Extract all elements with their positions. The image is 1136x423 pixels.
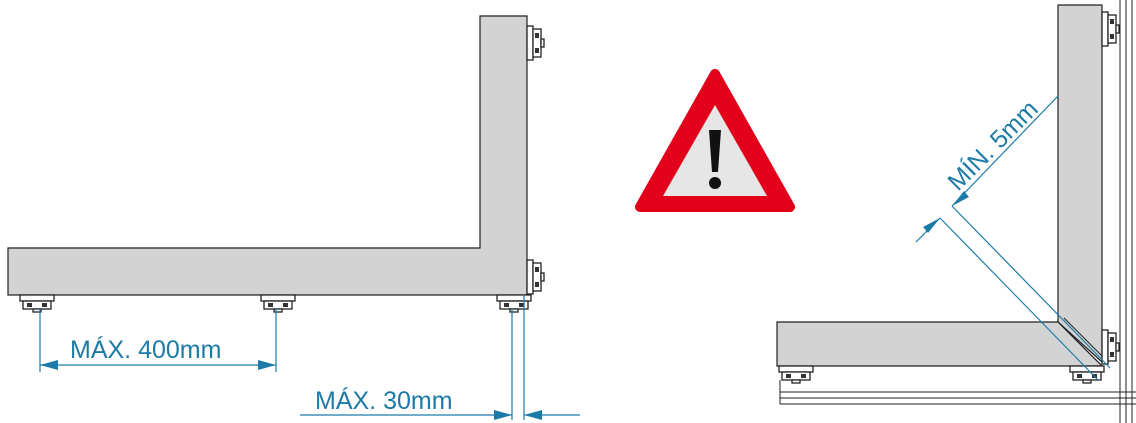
right-side-clip-2 — [1101, 329, 1120, 365]
max-spacing-label: MÁX. 400mm — [70, 335, 221, 364]
right-corner-diagram: MÍN. 5mm — [776, 0, 1136, 423]
horizontal-panel — [776, 321, 1104, 367]
bottom-clip-1 — [19, 294, 55, 313]
side-clip-2 — [526, 259, 545, 295]
left-corner-diagram: MÁX. 400mm MÁX. 30mm — [7, 15, 580, 420]
l-shaped-panel — [7, 15, 528, 296]
right-side-clip-1 — [1101, 11, 1120, 47]
max-edge-label: MÁX. 30mm — [315, 386, 453, 415]
min-gap-label: MÍN. 5mm — [942, 94, 1044, 196]
bottom-clip-3 — [496, 294, 532, 313]
vertical-panel — [1057, 4, 1103, 364]
warning-triangle-icon — [635, 69, 795, 212]
side-clip-1 — [526, 25, 545, 61]
right-bottom-clip-2 — [778, 365, 814, 384]
bottom-clip-2 — [260, 294, 296, 313]
